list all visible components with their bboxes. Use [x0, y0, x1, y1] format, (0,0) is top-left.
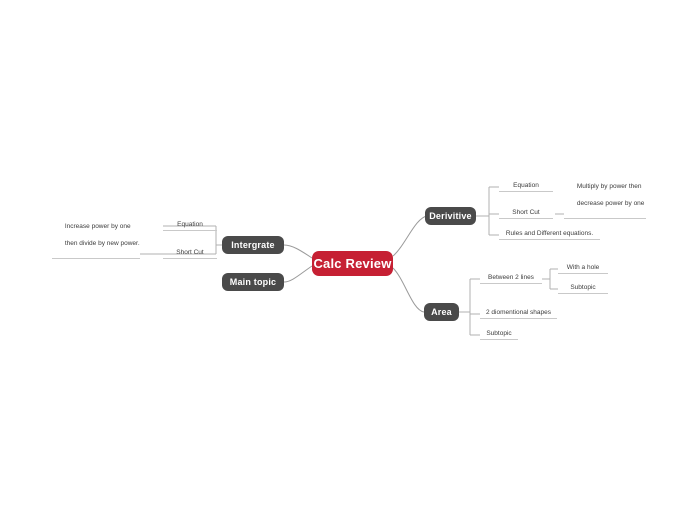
topic-intergrate-short-cut[interactable]: Short Cut [176, 248, 204, 256]
topic-area-with-a-hole[interactable]: With a hole [566, 263, 600, 271]
topic-area-between-2-lines[interactable]: Between 2 lines [488, 273, 534, 281]
topic-area-2d-shapes[interactable]: 2 diomentional shapes [485, 308, 552, 316]
topic-derivitive-rules[interactable]: Rules and Different equations. [505, 229, 594, 237]
root-node-calc-review[interactable]: Calc Review [312, 251, 393, 276]
branch-node-intergrate[interactable]: Intergrate [222, 236, 284, 254]
topic-area-subtopic[interactable]: Subtopic [486, 329, 512, 337]
topic-derivitive-short-cut[interactable]: Short Cut [512, 208, 540, 216]
detail-line-1: Multiply by power then [576, 183, 642, 190]
topic-derivitive-short-cut-detail[interactable]: Multiply by power then decrease power by… [566, 183, 648, 219]
branch-node-main-topic[interactable]: Main topic [222, 273, 284, 291]
topic-derivitive-equation[interactable]: Equation [513, 181, 539, 189]
detail-line-2: then divide by new power. [64, 240, 140, 247]
detail-line-2: decrease power by one [576, 200, 645, 207]
branch-node-area[interactable]: Area [424, 303, 459, 321]
branch-node-derivitive[interactable]: Derivitive [425, 207, 476, 225]
detail-line-1: Increase power by one [64, 223, 131, 230]
topic-intergrate-short-cut-detail[interactable]: Increase power by one then divide by new… [54, 223, 144, 259]
topic-area-subtopic-nested[interactable]: Subtopic [570, 283, 596, 291]
topic-intergrate-equation[interactable]: Equation [177, 220, 203, 228]
